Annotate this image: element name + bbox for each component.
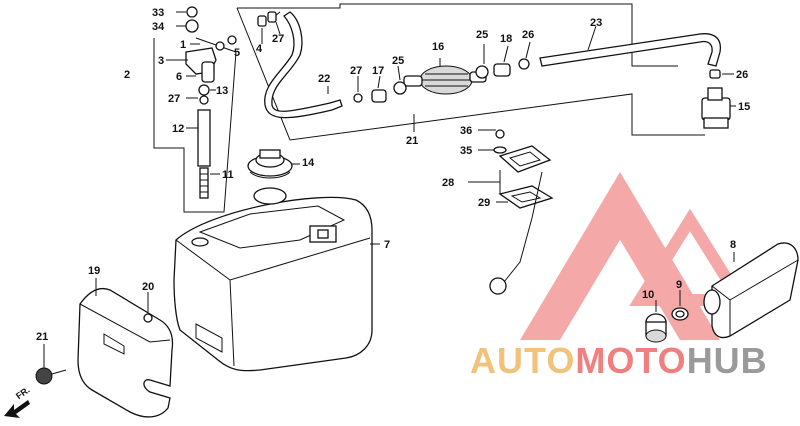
front-arrow-icon — [4, 400, 30, 418]
knob-20 — [35, 367, 67, 385]
label-21: 20 — [142, 281, 154, 293]
separate-tank-8 — [703, 242, 799, 339]
label-27-b: 27 — [272, 33, 284, 45]
label-8: 8 — [730, 239, 736, 251]
label-36: 36 — [460, 125, 472, 137]
watermark-logo-icon — [520, 172, 751, 340]
watermark-text: AUTOMOTOHUB — [470, 340, 768, 382]
label-14: 14 — [302, 157, 315, 169]
label-6: 6 — [176, 71, 182, 83]
label-4: 4 — [256, 43, 263, 55]
label-24: 23 — [590, 17, 602, 29]
label-25-a: 25 — [392, 55, 404, 67]
label-19: 19 — [88, 265, 100, 277]
label-29: 29 — [478, 197, 490, 209]
label-11: 11 — [222, 169, 234, 181]
label-5: 5 — [234, 47, 240, 59]
label-17: 17 — [372, 65, 384, 77]
label-27-c: 27 — [350, 65, 362, 77]
label-15: 15 — [738, 101, 750, 113]
label-2: 2 — [124, 69, 130, 81]
primer-bulb-16 — [403, 65, 487, 95]
label-33: 33 — [152, 7, 164, 19]
label-12: 12 — [172, 123, 184, 135]
watermark-auto: AUTO — [470, 340, 576, 381]
cap-9 — [671, 307, 689, 321]
label-27-a: 27 — [168, 93, 180, 105]
label-26-b: 26 — [736, 69, 748, 81]
connector-15 — [701, 69, 731, 129]
fuel-hose-24 — [539, 33, 722, 67]
part-labels: 33 34 1 2 3 6 5 13 27 12 11 4 27 22 27 1… — [36, 7, 750, 343]
label-25-b: 25 — [476, 29, 488, 41]
label-35: 35 — [460, 145, 472, 157]
fuel-hose-23 — [257, 11, 343, 119]
label-22: 21 — [406, 135, 418, 147]
label-34: 34 — [152, 21, 165, 33]
label-7: 7 — [384, 239, 390, 251]
label-28: 28 — [442, 177, 454, 189]
fuel-cap-14 — [247, 149, 293, 179]
label-26-a: 26 — [522, 29, 534, 41]
hose-clips — [353, 58, 530, 103]
label-23: 22 — [318, 73, 330, 85]
label-13: 13 — [216, 85, 228, 97]
fuel-tank-7 — [173, 187, 373, 372]
label-9: 9 — [676, 279, 682, 291]
watermark-hub: HUB — [686, 340, 768, 381]
fuel-cock-assembly — [153, 6, 237, 213]
label-3: 3 — [158, 55, 164, 67]
label-10: 10 — [642, 289, 654, 301]
bolt-21 — [143, 313, 153, 323]
label-20: 21 — [36, 331, 48, 343]
cap-10 — [645, 313, 667, 343]
label-18: 18 — [500, 33, 512, 45]
fuel-gauge-28 — [489, 129, 554, 295]
watermark-moto: MOTO — [575, 340, 687, 381]
label-16: 16 — [432, 41, 444, 53]
tank-cover-19 — [77, 287, 174, 418]
label-1: 1 — [180, 39, 186, 51]
leader-lines — [43, 11, 736, 368]
